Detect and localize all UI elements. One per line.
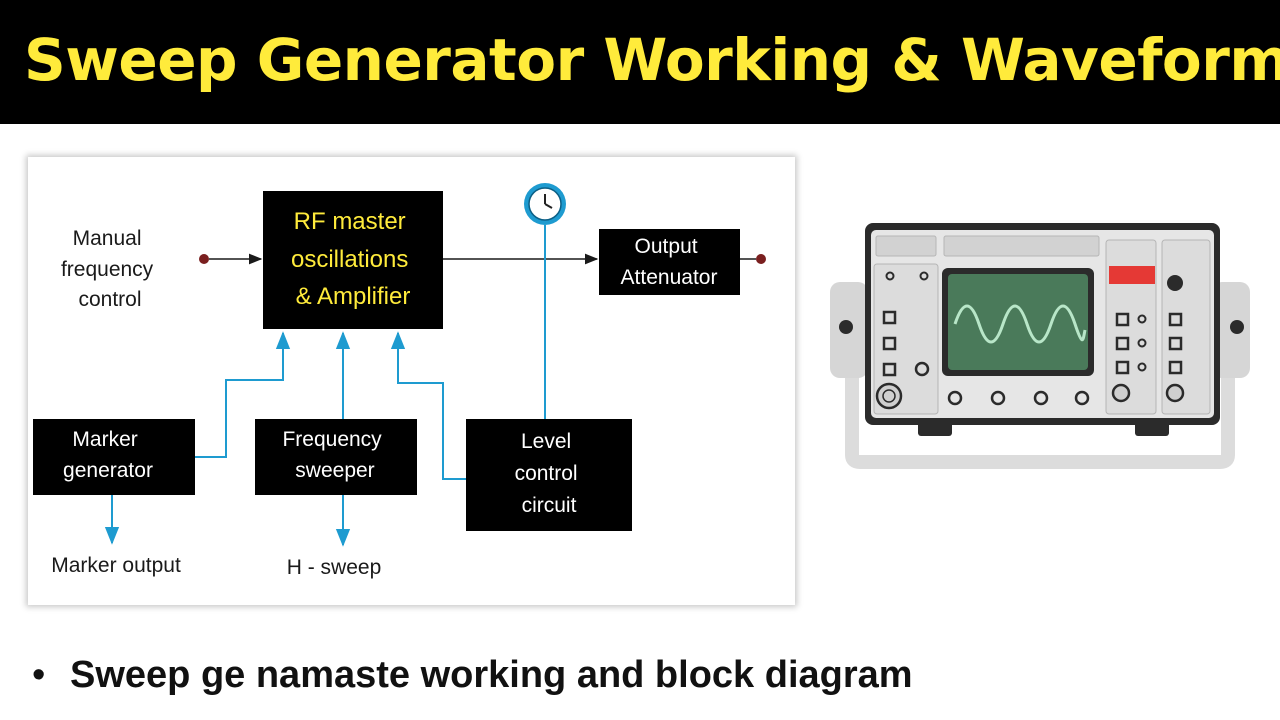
marker-generator-label: Marker generator [63, 428, 153, 482]
rf-master-block [263, 191, 443, 329]
block-diagram-panel: Manual frequency control RF master oscil… [28, 157, 795, 605]
output-attenuator-label: Output Attenuator [621, 235, 718, 289]
input-terminal [199, 254, 209, 264]
level-control-label: Level control circuit [515, 430, 584, 517]
frequency-sweeper-block [255, 419, 417, 495]
output-attenuator-block [599, 229, 740, 295]
output-terminal [756, 254, 766, 264]
level-to-rf-arrow [390, 331, 466, 480]
h-sweep-label: H - sweep [287, 556, 382, 579]
level-control-block [466, 419, 632, 531]
page-title: Sweep Generator Working & Waveforms [24, 26, 1280, 94]
footer-caption: • Sweep ge namaste working and block dia… [0, 640, 1280, 710]
marker-to-rf-arrow [195, 331, 291, 458]
rf-master-label: RF master oscillations & Amplifier [291, 208, 415, 310]
oscilloscope-icon [830, 223, 1250, 469]
frequency-sweeper-label: Frequency sweeper [282, 428, 387, 482]
marker-generator-block [33, 419, 195, 495]
bullet-point: • [32, 654, 46, 696]
clock-icon [524, 183, 566, 225]
title-banner: Sweep Generator Working & Waveforms [0, 0, 1280, 124]
caption-text: Sweep ge namaste working and block diagr… [70, 654, 913, 696]
block-diagram: Manual frequency control RF master oscil… [33, 183, 766, 579]
marker-output-label: Marker output [51, 554, 181, 577]
manual-frequency-control-label: Manual frequency control [61, 227, 159, 311]
